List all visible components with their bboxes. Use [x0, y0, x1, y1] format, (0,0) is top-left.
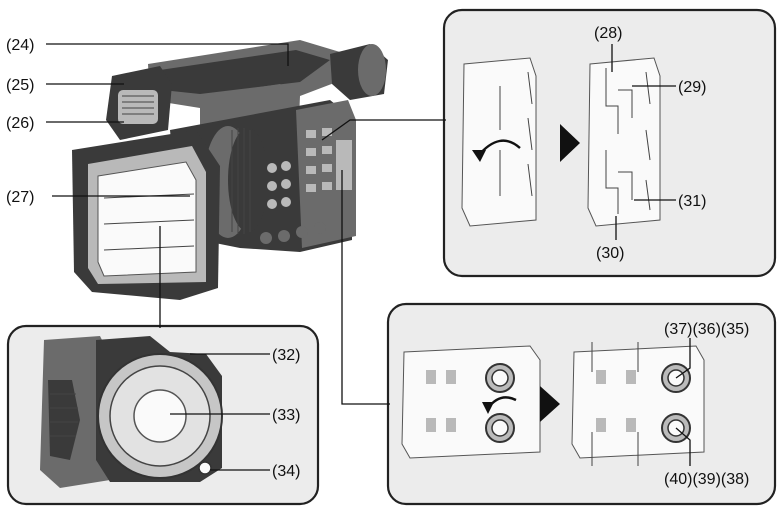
callout-30: (30): [596, 245, 624, 262]
leader-lines: [46, 43, 691, 471]
callout-25: (25): [6, 77, 34, 94]
callout-27: (27): [6, 189, 34, 206]
callout-40-39-38: (40)(39)(38): [664, 471, 749, 488]
callout-labels: (24) (25) (26) (27) (28) (29) (30) (31) …: [6, 25, 749, 488]
right-triangle-arrow-icon: [560, 124, 580, 162]
callout-33: (33): [272, 407, 300, 424]
terminal-cover-panel: [442, 8, 777, 278]
callout-32: (32): [272, 347, 300, 364]
callout-24: (24): [6, 37, 34, 54]
callout-28: (28): [594, 25, 622, 42]
right-triangle-arrow-icon: [540, 386, 560, 422]
callout-26: (26): [6, 115, 34, 132]
callout-31: (31): [678, 193, 706, 210]
camera-illustration: [72, 40, 388, 300]
lens-front-panel: [6, 324, 320, 506]
callout-34: (34): [272, 463, 300, 480]
connector-panel: [386, 302, 777, 506]
callout-37-36-35: (37)(36)(35): [664, 321, 749, 338]
connector-lines: [159, 119, 446, 405]
callout-29: (29): [678, 79, 706, 96]
